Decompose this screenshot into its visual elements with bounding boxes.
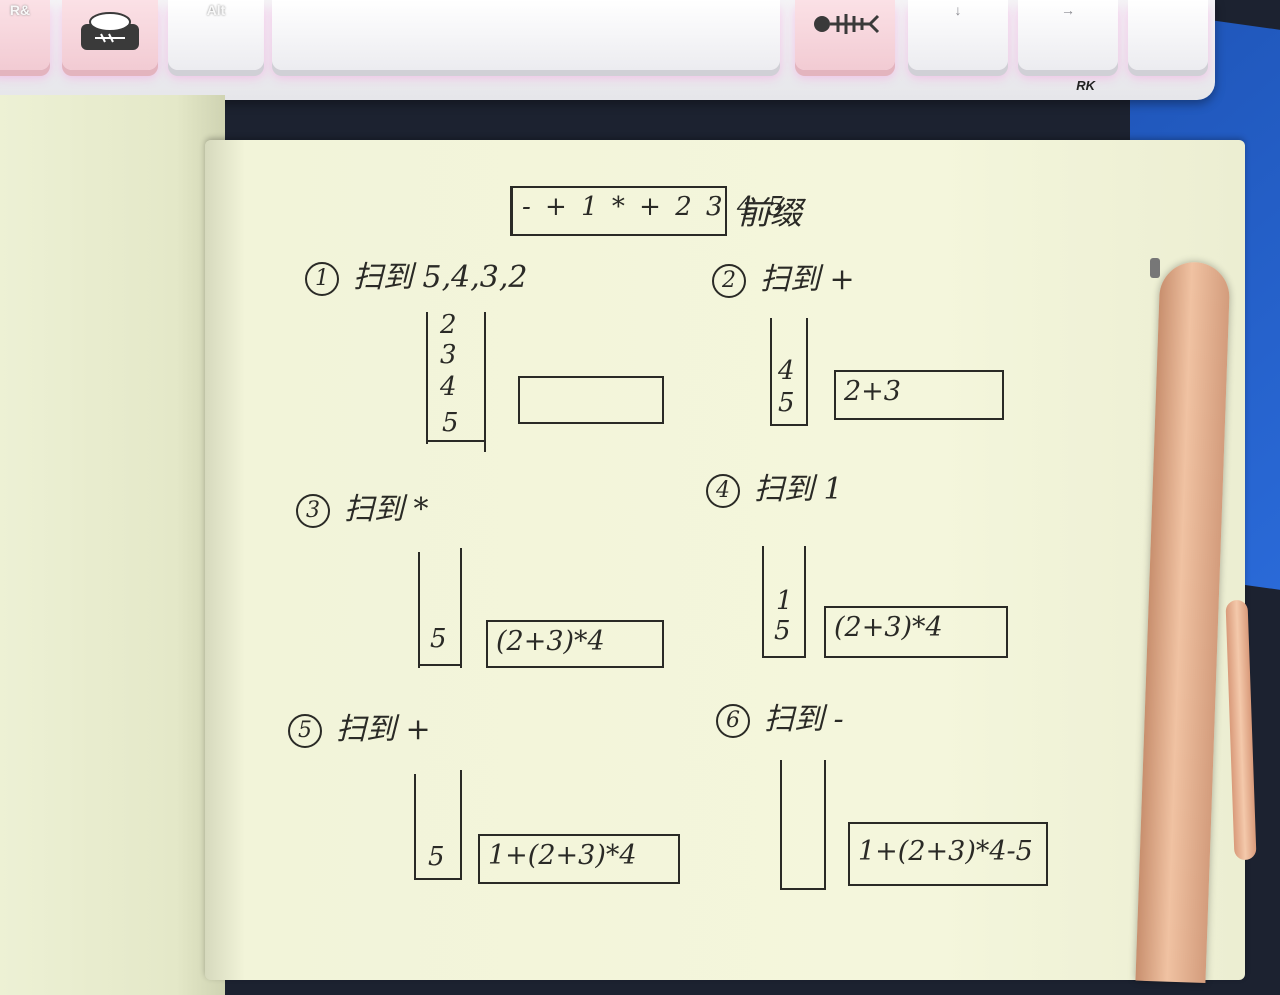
step-number: 4 — [706, 474, 740, 508]
stack-floor — [418, 664, 462, 666]
key-label: Alt — [206, 2, 226, 18]
sushi-icon — [81, 12, 139, 50]
stack-floor — [770, 424, 808, 426]
keyboard-key: R& — [0, 0, 50, 70]
title-box — [510, 186, 727, 236]
step-4-result-box: (2+3)*4 — [824, 606, 1008, 658]
stack-wall — [780, 760, 782, 890]
stack-item: 2 — [440, 310, 457, 340]
result-expression: 1+(2+3)*4 — [488, 840, 637, 871]
stack-item: 1 — [776, 586, 793, 616]
step-4-heading: 4 扫到 1 — [706, 464, 843, 508]
keyboard-key-alt: Alt — [168, 0, 264, 70]
step-6-result-box: 1+(2+3)*4-5 — [848, 822, 1048, 886]
keyboard: R& Alt ↓ → RK — [0, 0, 1215, 100]
stack-wall — [484, 312, 486, 452]
step-number: 5 — [288, 714, 322, 748]
result-expression: (2+3)*4 — [834, 612, 943, 643]
keyboard-key — [795, 0, 895, 70]
stack-floor — [414, 878, 462, 880]
step-5-heading: 5 扫到 + — [288, 704, 431, 748]
step-label: 扫到 - — [764, 702, 844, 737]
keyboard-spacebar — [272, 0, 780, 70]
step-number: 3 — [296, 494, 330, 528]
step-label: 扫到 5,4,3,2 — [353, 260, 528, 295]
step-2-heading: 2 扫到 + — [712, 254, 855, 298]
keyboard-brand-logo: RK — [1076, 78, 1095, 93]
result-expression: (2+3)*4 — [496, 626, 605, 657]
step-6-heading: 6 扫到 - — [716, 694, 844, 738]
notebook-left-page — [0, 95, 225, 995]
keyboard-key-down: ↓ — [908, 0, 1008, 70]
stack-item: 5 — [428, 842, 445, 872]
step-number: 1 — [305, 262, 339, 296]
stack-wall — [804, 546, 806, 658]
step-3-heading: 3 扫到 * — [296, 484, 429, 528]
stack-wall — [824, 760, 826, 890]
fishbone-icon — [814, 14, 880, 34]
stack-wall — [418, 552, 420, 668]
step-label: 扫到 + — [336, 712, 431, 747]
stack-wall — [806, 318, 808, 426]
step-label: 扫到 * — [344, 492, 429, 527]
step-label: 扫到 + — [760, 262, 855, 297]
key-label: ↓ — [954, 2, 962, 18]
stack-floor — [762, 656, 806, 658]
step-5-result-box: 1+(2+3)*4 — [478, 834, 680, 884]
stack-floor — [426, 440, 486, 442]
stack-item: 5 — [778, 388, 795, 418]
result-expression: 2+3 — [844, 376, 901, 407]
keyboard-key-right: → — [1018, 0, 1118, 70]
stack-wall — [770, 318, 772, 426]
step-1-heading: 1 扫到 5,4,3,2 — [305, 252, 528, 296]
keyboard-key — [62, 0, 158, 70]
step-3-result-box: (2+3)*4 — [486, 620, 664, 668]
stack-wall — [460, 548, 462, 668]
stack-item: 5 — [774, 616, 791, 646]
stack-item: 5 — [430, 624, 447, 654]
stack-item: 5 — [442, 408, 459, 438]
stack-item: 4 — [440, 372, 457, 402]
key-label: R& — [9, 2, 31, 18]
step-label: 扫到 1 — [754, 472, 843, 507]
title-label: 前缀 — [738, 194, 803, 232]
result-expression: 1+(2+3)*4-5 — [858, 836, 1033, 867]
stack-wall — [426, 312, 428, 444]
keyboard-key — [1128, 0, 1208, 70]
prefix-expression: - + 1 * + 2 3 4 5 — [522, 192, 788, 222]
step-1-result-box — [518, 376, 664, 424]
step-number: 2 — [712, 264, 746, 298]
stack-item: 3 — [440, 340, 457, 370]
step-2-result-box: 2+3 — [834, 370, 1004, 420]
step-number: 6 — [716, 704, 750, 738]
stack-wall — [460, 770, 462, 880]
pen-tip — [1150, 258, 1160, 278]
stack-wall — [762, 546, 764, 658]
stack-wall — [414, 774, 416, 880]
key-label: → — [1061, 2, 1075, 18]
stack-floor — [780, 888, 826, 890]
stack-item: 4 — [778, 356, 795, 386]
